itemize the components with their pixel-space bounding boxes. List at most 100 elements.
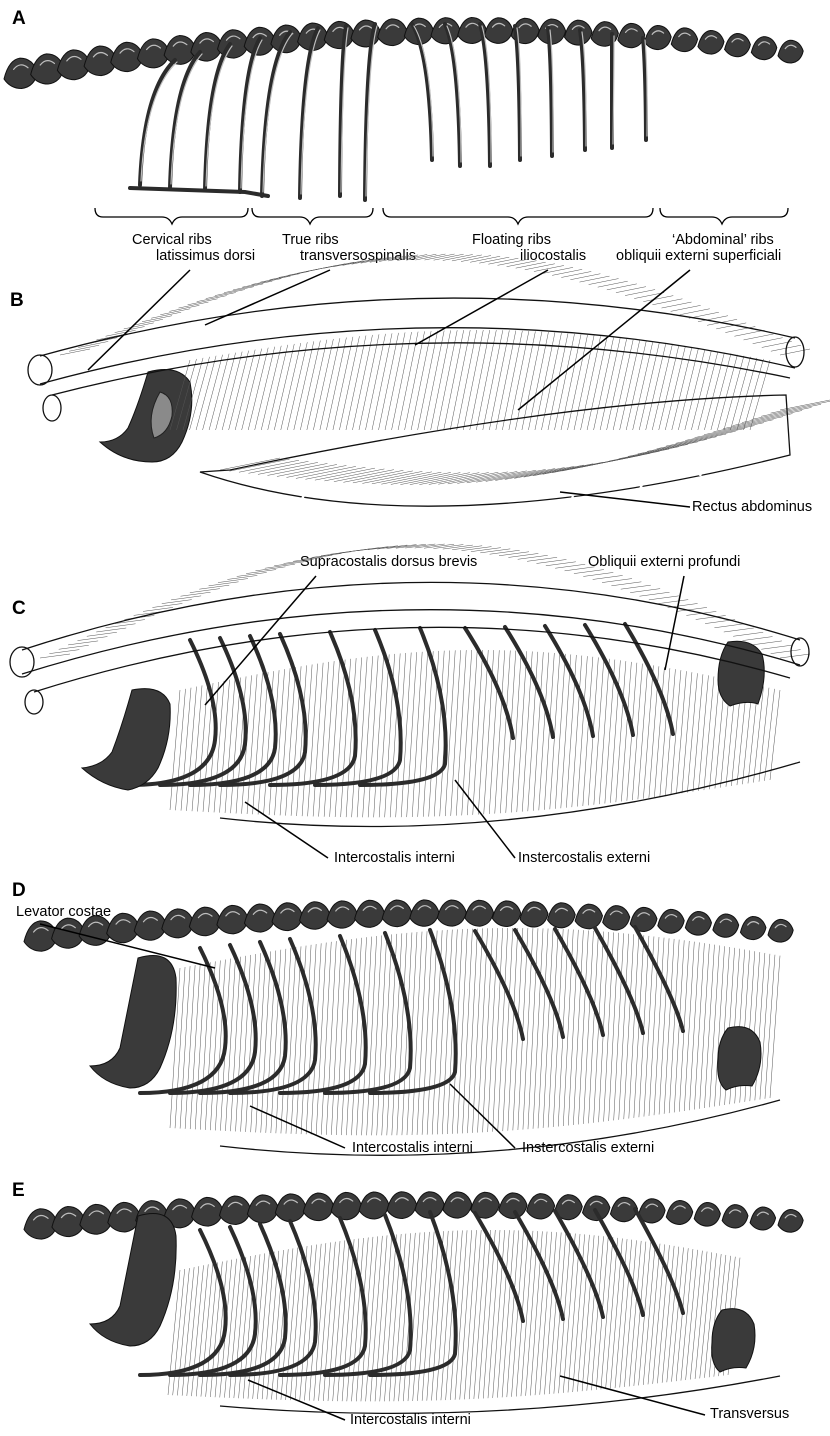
- muscle-fiber: [624, 934, 634, 1119]
- muscle-fiber: [437, 330, 457, 430]
- label-intercostalis-interni: Intercostalis interni: [352, 1140, 473, 1156]
- muscle-fiber: [619, 447, 679, 459]
- rib: [555, 1211, 603, 1317]
- muscle-fiber: [693, 674, 703, 791]
- muscle-fiber: [392, 332, 412, 430]
- label-instercostalis-externi: Instercostalis externi: [522, 1140, 654, 1156]
- muscle-fiber: [367, 936, 377, 1135]
- muscle-fiber: [181, 592, 211, 596]
- muscle-fiber: [336, 940, 346, 1135]
- muscle-fiber: [261, 951, 271, 1132]
- muscle-fiber: [621, 585, 651, 589]
- muscle-fiber: [462, 547, 492, 551]
- muscle-fiber: [258, 462, 318, 474]
- muscle-fiber: [151, 312, 181, 318]
- muscle-fiber: [687, 673, 697, 792]
- panel-b-muscle-diagram: [0, 0, 830, 530]
- muscle-fiber: [233, 284, 263, 290]
- muscle-fiber: [638, 664, 648, 799]
- muscle-fiber: [616, 287, 646, 293]
- muscle-fiber: [385, 332, 405, 430]
- vertebra: [694, 1203, 720, 1227]
- vertebra: [327, 901, 357, 928]
- pelvis: [100, 370, 192, 462]
- muscle-fiber: [190, 357, 210, 430]
- vertebra: [387, 1192, 417, 1219]
- muscle-fiber: [248, 461, 308, 473]
- vertebra: [437, 900, 466, 926]
- muscle-fiber: [704, 945, 714, 1108]
- muscle-fiber: [699, 944, 709, 1109]
- muscle-fiber: [759, 688, 769, 782]
- muscle-fiber: [676, 431, 736, 443]
- muscle-fiber: [432, 1231, 444, 1400]
- muscle-fiber: [346, 336, 366, 430]
- muscle-fiber: [358, 547, 388, 551]
- muscle-fiber: [624, 1240, 636, 1387]
- muscle-fiber: [452, 546, 482, 550]
- muscle-fiber: [195, 963, 205, 1129]
- muscle-fiber: [293, 557, 323, 561]
- muscle-fiber: [620, 341, 640, 430]
- vertebra: [192, 1197, 224, 1226]
- muscle-fiber: [682, 672, 692, 793]
- muscle-fiber: [561, 654, 571, 808]
- muscle-fiber: [326, 338, 346, 430]
- muscle-fiber: [479, 257, 509, 263]
- muscle-fiber: [517, 651, 527, 812]
- muscle-fiber: [418, 651, 428, 816]
- muscle-fiber: [483, 1230, 495, 1398]
- muscle-fiber: [689, 942, 699, 1110]
- muscle-fiber: [633, 342, 653, 430]
- muscle-fiber: [473, 650, 483, 815]
- muscle-fibers: [170, 928, 780, 1135]
- vertebra: [575, 904, 602, 929]
- muscle-fiber: [407, 652, 417, 817]
- muscle-fiber: [460, 1230, 472, 1399]
- muscle-fiber: [255, 347, 275, 430]
- muscle-fiber: [290, 1247, 302, 1400]
- rib: [230, 939, 316, 1093]
- muscle-fiber: [643, 1243, 655, 1385]
- muscle-fiber: [639, 592, 669, 596]
- muscle-fiber: [372, 935, 382, 1135]
- muscle-fiber: [593, 575, 623, 579]
- muscle-fiber: [568, 335, 588, 430]
- muscle-fiber: [649, 596, 679, 600]
- muscle-fiber: [686, 1250, 698, 1380]
- muscle-fiber: [582, 1235, 594, 1391]
- muscle-fiber: [170, 690, 180, 810]
- muscle-fiber: [362, 471, 422, 483]
- muscle-fiber: [294, 341, 314, 430]
- muscle-fiber: [496, 331, 516, 430]
- muscle-fiber: [578, 930, 588, 1124]
- muscle-fiber: [171, 596, 201, 600]
- vertebra: [272, 903, 303, 931]
- muscle-fiber: [235, 350, 255, 430]
- pelvis: [90, 1214, 755, 1373]
- muscle-fiber: [316, 943, 326, 1135]
- muscle-fiber: [594, 338, 614, 430]
- muscle-fiber: [307, 340, 327, 430]
- muscle-fiber: [324, 661, 334, 817]
- muscle-fiber: [543, 929, 553, 1128]
- vertebra: [189, 907, 221, 936]
- muscle-fiber: [397, 254, 427, 260]
- muscle-fiber: [324, 262, 354, 268]
- rib: [475, 1213, 523, 1321]
- muscle-fiber: [495, 650, 505, 813]
- vertebra: [750, 1207, 776, 1230]
- muscle-fiber: [628, 444, 688, 456]
- rib: [475, 931, 523, 1039]
- muscle-fiber: [261, 276, 291, 282]
- vertebra: [244, 904, 275, 932]
- muscle-fiber: [588, 931, 598, 1123]
- muscle-fiber: [353, 471, 413, 483]
- vertebra: [219, 1196, 250, 1224]
- muscle-fiber: [205, 961, 215, 1130]
- muscle-fiber: [525, 264, 555, 270]
- muscle-fiber: [733, 414, 793, 426]
- muscle-fiber: [262, 1252, 274, 1399]
- muscle-fiber: [724, 628, 754, 632]
- muscle-fiber: [527, 557, 557, 561]
